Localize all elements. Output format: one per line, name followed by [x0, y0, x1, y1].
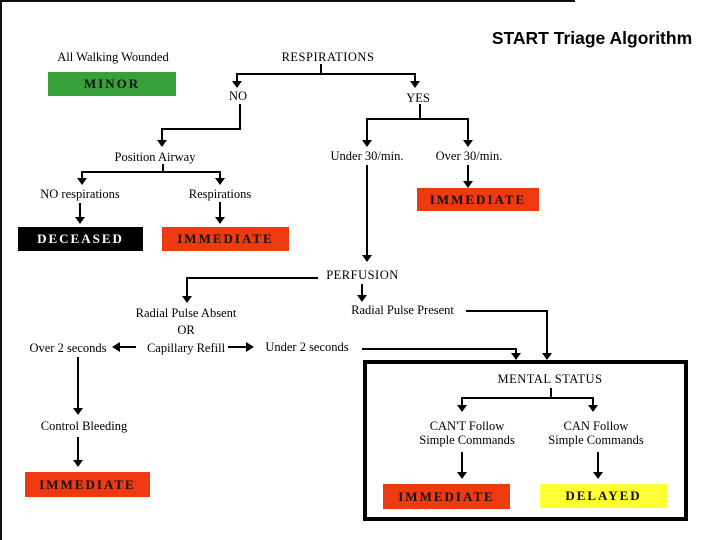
connector-line	[186, 277, 318, 279]
mental-status-box	[363, 360, 688, 521]
slide-left-border	[0, 0, 2, 540]
node-cant-follow: CAN'T Follow Simple Commands	[402, 419, 532, 447]
connector-line	[162, 164, 164, 172]
immediate-box-respirations: IMMEDIATE	[162, 227, 289, 251]
immediate-box-cant-follow: IMMEDIATE	[383, 484, 510, 509]
node-perfusion: PERFUSION	[326, 268, 399, 282]
connector-line	[239, 104, 241, 130]
connector-line	[77, 357, 79, 408]
connector-line	[597, 452, 599, 472]
arrow-down-icon	[157, 140, 167, 147]
arrow-down-icon	[73, 408, 83, 415]
connector-line	[467, 118, 469, 140]
arrow-down-icon	[542, 353, 552, 360]
connector-line	[592, 397, 594, 405]
node-radial-pulse-absent: Radial Pulse Absent	[135, 306, 237, 320]
connector-line	[461, 452, 463, 472]
page-title: START Triage Algorithm	[491, 28, 693, 48]
node-yes: YES	[406, 91, 430, 105]
connector-line	[461, 397, 594, 399]
node-can-follow: CAN Follow Simple Commands	[530, 419, 662, 447]
arrow-down-icon	[457, 405, 467, 412]
node-capillary-refill: Capillary Refill	[146, 341, 226, 355]
connector-line	[366, 118, 469, 120]
connector-line	[237, 73, 416, 75]
node-no-respirations: NO respirations	[40, 187, 120, 201]
connector-line	[77, 437, 79, 460]
arrow-down-icon	[588, 405, 598, 412]
node-radial-pulse-present: Radial Pulse Present	[351, 303, 454, 317]
arrow-down-icon	[215, 178, 225, 185]
arrow-down-icon	[463, 140, 473, 147]
connector-line	[467, 165, 469, 181]
node-respirations: Respirations	[188, 187, 252, 201]
node-mental-status: MENTAL STATUS	[497, 372, 603, 386]
connector-line	[461, 397, 463, 405]
node-under-30: Under 30/min.	[330, 149, 404, 163]
node-or: OR	[177, 323, 195, 337]
connector-line	[414, 73, 416, 81]
connector-line	[120, 346, 136, 348]
arrow-down-icon	[362, 255, 372, 262]
immediate-box-over30: IMMEDIATE	[417, 188, 539, 211]
connector-line	[361, 284, 363, 295]
cant-follow-line1: CAN'T Follow	[429, 419, 505, 433]
delayed-box: DELAYED	[540, 484, 667, 508]
node-under-2-seconds: Under 2 seconds	[265, 340, 349, 354]
arrow-down-icon	[357, 295, 367, 302]
connector-line	[228, 346, 246, 348]
connector-line	[366, 118, 368, 140]
arrow-down-icon	[410, 81, 420, 88]
connector-line	[550, 388, 552, 398]
arrow-down-icon	[182, 296, 192, 303]
node-over-30: Over 30/min.	[435, 149, 503, 163]
deceased-box: DECEASED	[18, 227, 143, 251]
connector-line	[236, 73, 238, 81]
node-over-2-seconds: Over 2 seconds	[29, 341, 107, 355]
arrow-down-icon	[77, 178, 87, 185]
node-all-walking-wounded: All Walking Wounded	[57, 50, 169, 64]
immediate-box-bleeding: IMMEDIATE	[25, 472, 150, 497]
connector-line	[515, 348, 517, 354]
arrow-down-icon	[463, 181, 473, 188]
slide-top-border	[0, 0, 575, 2]
arrow-down-icon	[457, 472, 467, 479]
connector-line	[320, 64, 322, 73]
arrow-left-icon	[112, 342, 120, 352]
arrow-down-icon	[511, 353, 521, 360]
node-no: NO	[228, 89, 248, 103]
connector-line	[466, 310, 548, 312]
arrow-down-icon	[362, 140, 372, 147]
connector-line	[366, 165, 368, 255]
node-position-airway: Position Airway	[114, 150, 196, 164]
cant-follow-line2: Simple Commands	[419, 433, 515, 447]
connector-line	[419, 104, 421, 120]
connector-line	[161, 128, 241, 130]
arrow-right-icon	[246, 342, 254, 352]
connector-line	[219, 202, 221, 217]
connector-line	[219, 171, 221, 178]
connector-line	[79, 203, 81, 217]
arrow-down-icon	[593, 472, 603, 479]
arrow-down-icon	[75, 217, 85, 224]
arrow-down-icon	[73, 460, 83, 467]
arrow-down-icon	[232, 81, 242, 88]
node-respirations-root: RESPIRATIONS	[281, 50, 375, 64]
can-follow-line1: CAN Follow	[563, 419, 629, 433]
connector-line	[81, 171, 221, 173]
connector-line	[81, 171, 83, 178]
arrow-down-icon	[215, 217, 225, 224]
connector-line	[186, 277, 188, 296]
connector-line	[546, 310, 548, 353]
connector-line	[362, 348, 517, 350]
node-control-bleeding: Control Bleeding	[40, 419, 128, 433]
connector-line	[161, 128, 163, 140]
can-follow-line2: Simple Commands	[548, 433, 644, 447]
minor-box: MINOR	[48, 72, 176, 96]
